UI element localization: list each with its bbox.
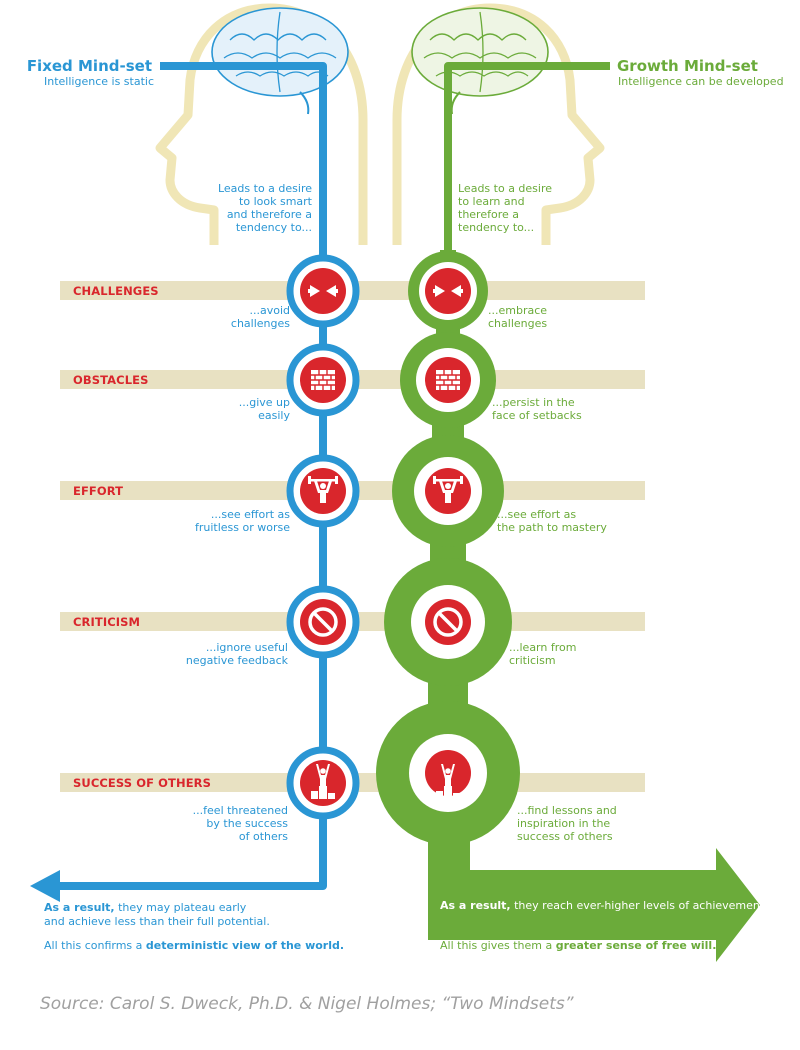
growth-path-shape [376, 62, 760, 962]
fixed-brain-icon [211, 7, 349, 115]
category-label-effort: EFFORT [73, 484, 124, 498]
category-label-obstacles: OBSTACLES [73, 373, 149, 387]
growth-brain-icon [411, 7, 549, 115]
fixed-intro-text: Leads to a desire to look smart and ther… [217, 182, 312, 234]
growth-conclusion-bold: greater sense of free will. [555, 939, 717, 952]
fixed-conclusion: All this confirms a deterministic view o… [44, 939, 344, 953]
fixed-result-text: As a result, they may plateau early and … [44, 901, 270, 929]
fixed-subtitle: Intelligence is static [44, 75, 154, 88]
growth-response-criticism: ...learn from criticism [509, 641, 577, 667]
growth-conclusion-pre: All this gives them a [440, 939, 556, 952]
growth-conclusion: All this gives them a greater sense of f… [440, 939, 716, 953]
category-label-criticism: CRITICISM [73, 615, 141, 629]
growth-result-rest: they reach ever-higher levels of achieve… [510, 899, 768, 912]
obstacles-fixed-brick-wall-icon [310, 369, 336, 391]
fixed-result-line2: and achieve less than their full potenti… [44, 915, 270, 928]
fixed-result-arrowhead [30, 870, 60, 902]
fixed-response-effort: ...see effort as fruitless or worse [194, 508, 290, 534]
fixed-result-bold: As a result, [44, 901, 115, 914]
growth-response-challenges: ...embrace challenges [488, 304, 548, 330]
growth-result-text: As a result, they reach ever-higher leve… [440, 899, 768, 913]
obstacles-growth-brick-wall-icon [435, 369, 461, 391]
fixed-conclusion-bold: deterministic view of the world. [145, 939, 345, 952]
growth-response-success: ...find lessons and inspiration in the s… [517, 804, 617, 843]
fixed-response-challenges: ...avoid challenges [230, 304, 290, 330]
category-label-challenges: CHALLENGES [73, 284, 159, 298]
growth-response-obstacles: ...persist in the face of setbacks [492, 396, 582, 422]
growth-title: Growth Mind-set [617, 57, 758, 75]
fixed-conclusion-pre: All this confirms a [44, 939, 146, 952]
growth-result-bold: As a result, [440, 899, 511, 912]
growth-subtitle: Intelligence can be developed [618, 75, 784, 88]
category-bands [60, 281, 645, 792]
fixed-response-obstacles: ...give up easily [238, 396, 290, 422]
fixed-response-success: ...feel threatened by the success of oth… [192, 804, 288, 843]
category-label-success-of-others: SUCCESS OF OTHERS [73, 776, 211, 790]
fixed-response-criticism: ...ignore useful negative feedback [185, 641, 288, 667]
growth-response-effort: ...see effort as the path to mastery [497, 508, 607, 534]
fixed-title: Fixed Mind-set [26, 57, 152, 75]
growth-intro-text: Leads to a desire to learn and therefore… [458, 182, 553, 234]
fixed-result-rest: they may plateau early [114, 901, 247, 914]
source-caption: Source: Carol S. Dweck, Ph.D. & Nigel Ho… [40, 994, 574, 1014]
